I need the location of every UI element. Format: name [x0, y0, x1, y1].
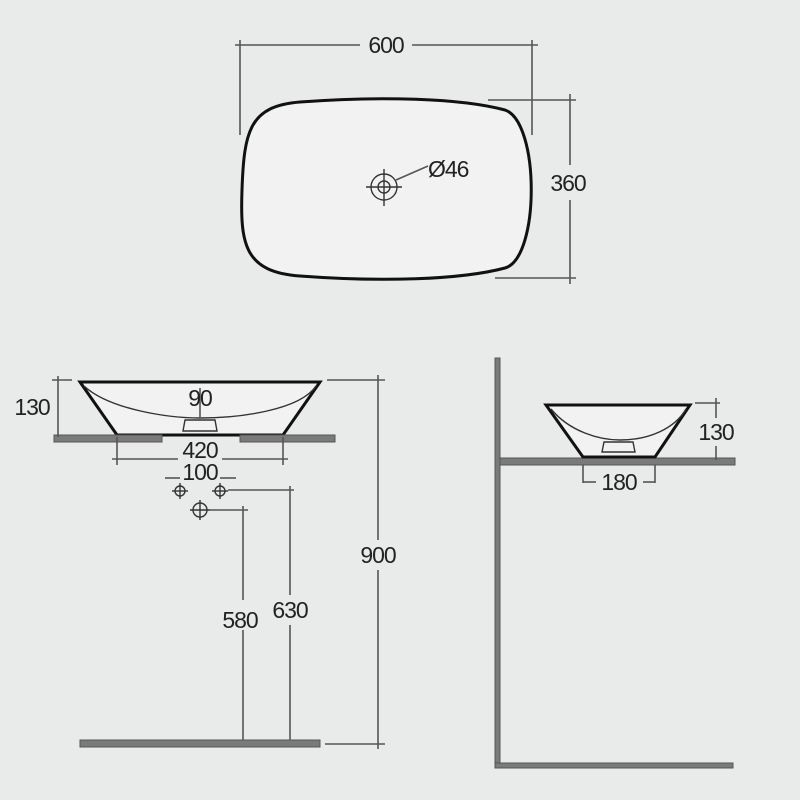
countertop	[499, 457, 736, 466]
side-view: 130 180	[494, 357, 736, 769]
overflow-icon	[601, 441, 636, 453]
basin-outline-side	[543, 403, 693, 459]
floor	[494, 762, 734, 769]
drain-icon	[366, 169, 402, 206]
top-view: Ø46 600 360	[235, 32, 587, 284]
waste-diameter-label: Ø46	[428, 156, 469, 182]
waste-offset-label: 90	[188, 385, 212, 411]
supply-point-icon	[172, 483, 188, 499]
wall	[494, 357, 501, 769]
waste-height-label: 580	[222, 607, 258, 633]
tap-spacing-label: 100	[182, 459, 218, 485]
supply-point-icon	[212, 483, 228, 499]
countertop-right	[239, 434, 336, 443]
base-width-label: 420	[182, 437, 218, 463]
floor	[79, 739, 321, 748]
depth-label: 360	[550, 170, 586, 196]
overflow-icon	[182, 419, 218, 432]
base-depth-label: 180	[601, 469, 637, 495]
countertop-left	[53, 434, 163, 443]
basin-outline-top	[240, 97, 533, 281]
width-label: 600	[368, 32, 404, 58]
supply-height-label: 630	[272, 597, 308, 623]
side-basin-height-label: 130	[698, 419, 734, 445]
counter-height-label: 900	[360, 542, 396, 568]
basin-height-label: 130	[14, 394, 50, 420]
front-view: 90 130 420 100 580 630	[14, 375, 397, 749]
waste-point-icon	[190, 500, 210, 520]
